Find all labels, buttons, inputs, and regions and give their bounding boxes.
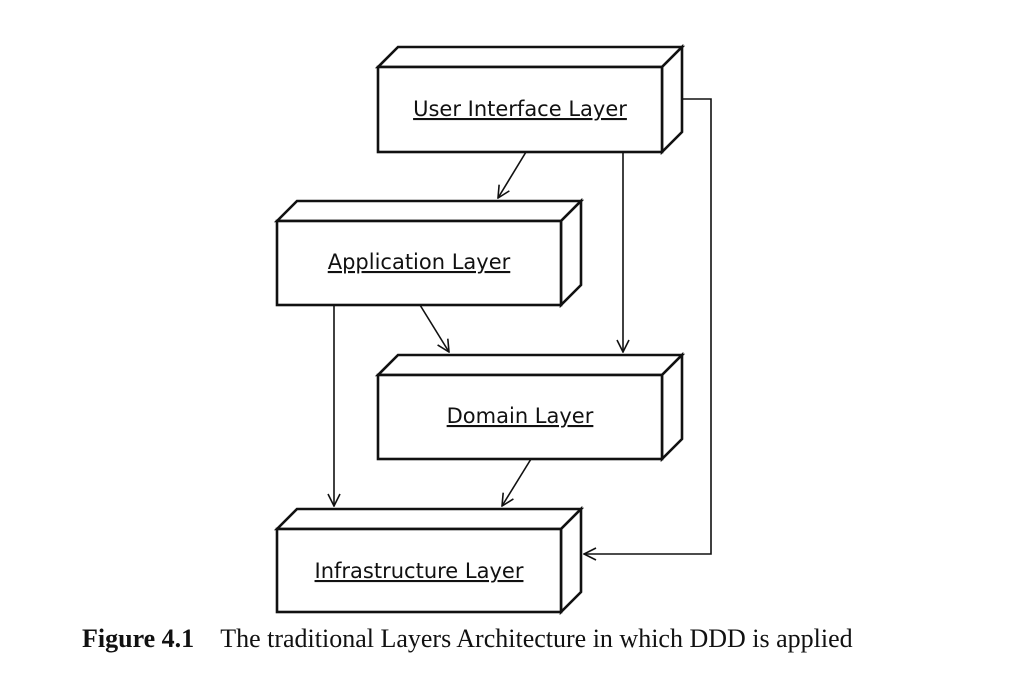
node-user-interface-layer: User Interface Layer xyxy=(374,43,686,156)
box-top-face xyxy=(374,353,686,377)
box-front-face xyxy=(376,65,664,154)
node-label-user-interface-layer: User Interface Layer xyxy=(413,97,627,121)
box-side-face xyxy=(559,505,583,616)
node-application-layer: Application Layer xyxy=(273,197,585,309)
node-infrastructure-layer: Infrastructure Layer xyxy=(273,505,585,616)
box-side-face xyxy=(660,351,684,463)
figure-number: Figure 4.1 xyxy=(82,624,195,653)
node-label-domain-layer: Domain Layer xyxy=(447,404,594,428)
figure-caption: Figure 4.1 The traditional Layers Archite… xyxy=(82,624,853,654)
edge-ui-to-app xyxy=(498,151,527,198)
box-side-face xyxy=(660,43,684,156)
edge-app-to-domain xyxy=(419,304,449,352)
edge-ui-to-infra xyxy=(584,98,712,554)
node-label-application-layer: Application Layer xyxy=(328,250,511,274)
box-front-face xyxy=(275,219,563,307)
edge-domain-to-infra xyxy=(502,458,532,506)
edges xyxy=(334,98,712,554)
figure-caption-text: The traditional Layers Architecture in w… xyxy=(220,624,853,653)
node-domain-layer: Domain Layer xyxy=(374,351,686,463)
box-front-face xyxy=(376,373,664,461)
node-label-infrastructure-layer: Infrastructure Layer xyxy=(315,559,524,583)
box-top-face xyxy=(374,45,686,69)
box-front-face xyxy=(275,527,563,614)
box-side-face xyxy=(559,197,583,309)
box-top-face xyxy=(273,507,585,531)
box-top-face xyxy=(273,199,585,223)
